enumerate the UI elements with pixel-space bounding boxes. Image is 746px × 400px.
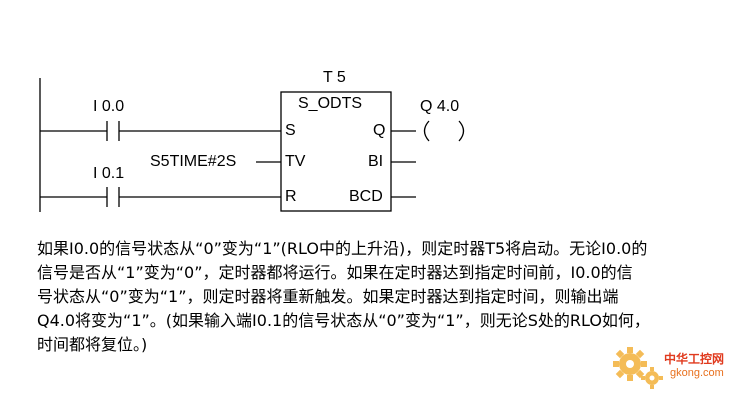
coil-right-arc: [458, 120, 465, 142]
time-value-label: S5TIME#2S: [150, 153, 237, 170]
description-line: 时间都将复位。): [37, 335, 148, 354]
description-line: 号状态从“0”变为“1”，则定时器将重新触发。如果定时器达到指定时间，则输出端: [37, 287, 619, 306]
timer-name-label: T 5: [323, 69, 346, 86]
coil-left-arc: [423, 120, 430, 142]
pin-s-label: S: [285, 122, 296, 139]
pin-q-label: Q: [373, 122, 386, 139]
watermark-brand-text: 中华工控网: [664, 352, 725, 366]
contact-i01-label: I 0.1: [93, 165, 125, 182]
description-line: 信号是否从“1”变为“0”，定时器都将运行。如果在定时器达到指定时间前，I0.0…: [37, 263, 633, 282]
pin-bcd-label: BCD: [349, 188, 383, 205]
pin-r-label: R: [285, 188, 297, 205]
description-text: 如果I0.0的信号状态从“0”变为“1”(RLO中的上升沿)，则定时器T5将启动…: [37, 237, 742, 357]
watermark-url: gkong.com: [670, 367, 724, 379]
output-coil-label: Q 4.0: [420, 98, 460, 115]
timer-type-label: S_ODTS: [298, 95, 363, 112]
watermark-logo: 中华工控网 gkong.com: [608, 338, 746, 400]
pin-bi-label: BI: [368, 153, 384, 170]
timer-box: [280, 91, 392, 212]
contact-i00-label: I 0.0: [93, 98, 125, 115]
description-line: 如果I0.0的信号状态从“0”变为“1”(RLO中的上升沿)，则定时器T5将启动…: [37, 239, 648, 258]
description-line: Q4.0将变为“1”。(如果输入端I0.1的信号状态从“0”变为“1”，则无论S…: [37, 311, 650, 330]
pin-tv-label: TV: [285, 153, 306, 170]
gear-icon: [613, 347, 663, 389]
